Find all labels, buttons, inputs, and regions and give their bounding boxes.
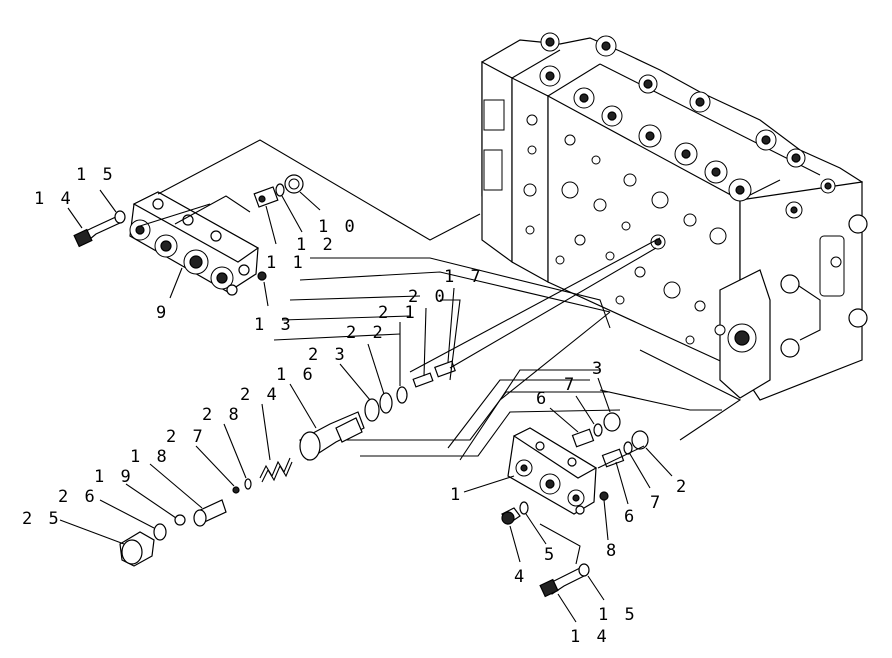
top-ports xyxy=(539,32,836,219)
control-valve-body xyxy=(481,32,868,401)
plug-10 xyxy=(284,174,304,194)
phantom-outline xyxy=(273,257,621,461)
label-20: 2 0 xyxy=(408,287,448,307)
label-14-right: 1 4 xyxy=(570,627,610,647)
label-11: 1 1 xyxy=(266,253,306,273)
ring-21 xyxy=(396,386,408,404)
label-8: 8 xyxy=(606,541,619,561)
label-18: 1 8 xyxy=(130,447,170,467)
plug-4 xyxy=(501,507,521,525)
label-16: 1 6 xyxy=(276,365,316,385)
plug-8 xyxy=(599,491,609,501)
label-24: 2 4 xyxy=(240,385,280,405)
end-plate-bolts xyxy=(727,214,868,358)
label-15-left: 1 5 xyxy=(76,165,116,185)
guide-lines xyxy=(139,139,742,565)
o-ring-5 xyxy=(519,501,529,515)
o-ring-23 xyxy=(364,398,380,422)
label-3: 3 xyxy=(592,359,605,379)
plug-2 xyxy=(631,430,649,450)
washer-15-left xyxy=(114,210,126,224)
ball-27 xyxy=(232,486,240,494)
label-6-upper: 6 xyxy=(536,389,549,409)
pin-20 xyxy=(412,372,434,388)
label-21: 2 1 xyxy=(378,303,418,323)
adjuster-18 xyxy=(193,499,227,527)
label-25: 2 5 xyxy=(22,509,62,529)
label-23: 2 3 xyxy=(308,345,348,365)
plug-6-upper xyxy=(571,428,595,448)
label-7-upper: 7 xyxy=(564,375,577,395)
plug-3 xyxy=(603,412,621,432)
cover-1 xyxy=(507,427,598,515)
label-19: 1 9 xyxy=(94,467,134,487)
side-face-holes xyxy=(523,114,727,345)
label-17: 1 7 xyxy=(444,267,484,287)
o-ring-7-upper xyxy=(593,423,603,437)
bolt-14-left xyxy=(73,215,123,248)
cap-nut-25 xyxy=(119,531,155,567)
label-2: 2 xyxy=(676,477,689,497)
label-28: 2 8 xyxy=(202,405,242,425)
label-12: 1 2 xyxy=(296,235,336,255)
o-ring-28 xyxy=(244,478,252,490)
nut-19 xyxy=(174,514,186,526)
o-ring-11 xyxy=(275,183,285,197)
leader-lines xyxy=(59,189,673,623)
label-6-lower: 6 xyxy=(624,507,637,527)
plug-6-lower xyxy=(601,448,625,468)
label-1: 1 xyxy=(450,485,463,505)
label-26: 2 6 xyxy=(58,487,98,507)
label-7-lower: 7 xyxy=(650,493,663,513)
label-22: 2 2 xyxy=(346,323,386,343)
plug-13 xyxy=(257,271,267,281)
label-4: 4 xyxy=(514,567,527,587)
backup-ring-22 xyxy=(379,392,393,414)
bolt-14-right xyxy=(539,567,585,598)
label-15-right: 1 5 xyxy=(598,605,638,625)
part-labels: 1 4 1 5 9 1 0 1 2 1 1 1 3 1 7 2 0 2 1 2 … xyxy=(22,165,689,647)
spring-24 xyxy=(259,457,293,483)
relief-cartridge-16 xyxy=(299,411,365,461)
label-5: 5 xyxy=(544,545,557,565)
label-27: 2 7 xyxy=(166,427,206,447)
label-10: 1 0 xyxy=(318,217,358,237)
o-ring-26 xyxy=(153,523,167,541)
label-9: 9 xyxy=(156,303,169,323)
label-13: 1 3 xyxy=(254,315,294,335)
plug-12 xyxy=(253,186,279,208)
washer-15-right xyxy=(578,563,590,577)
label-14-left: 1 4 xyxy=(34,189,74,209)
cover-9 xyxy=(129,191,260,296)
